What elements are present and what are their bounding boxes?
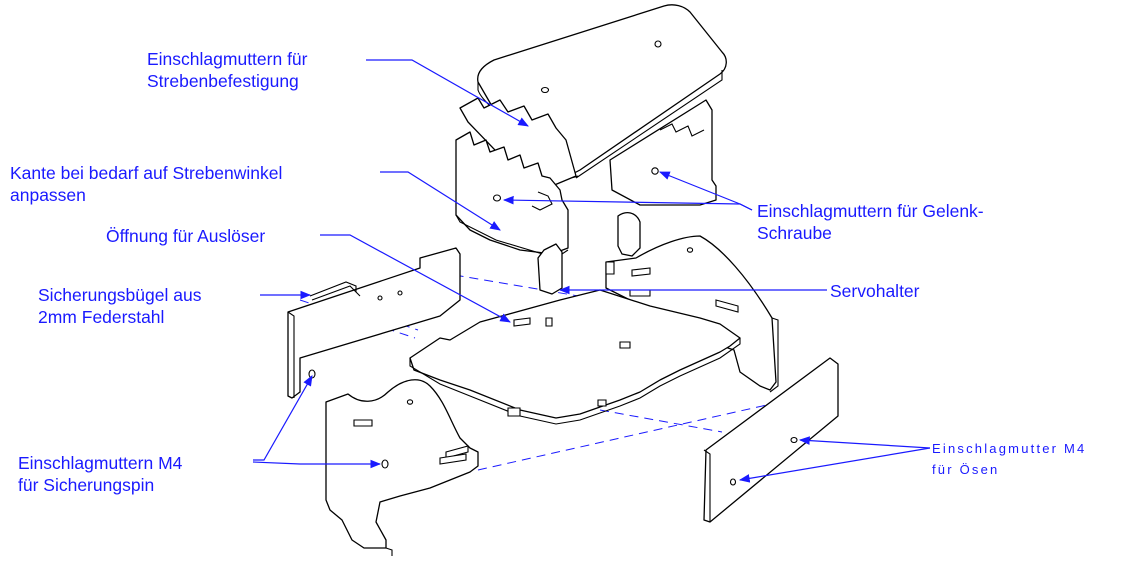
right-front-side-panel [703,357,839,523]
right-back-side-panel [609,99,717,206]
label-oeffnung: Öffnung für Auslöser [106,225,265,247]
label-oesen: Einschlagmutter M4 für Ösen [932,438,1086,480]
label-sicherungsbuegel-line1: Sicherungsbügel aus [38,285,202,305]
label-gelenkschraube: Einschlagmuttern für Gelenk- Schraube [757,200,984,244]
label-kante: Kante bei bedarf auf Strebenwinkel anpas… [10,162,282,206]
label-servohalter-line1: Servohalter [830,281,920,301]
label-gelenkschraube-line2: Schraube [757,223,832,243]
label-sicherungsspin-line1: Einschlagmuttern M4 [18,453,183,473]
label-oeffnung-line1: Öffnung für Auslöser [106,226,266,246]
leader-lines [252,59,931,483]
base-plate [409,289,741,425]
label-strebenbefestigung-line2: Strebenbefestigung [147,71,299,91]
label-sicherungsbuegel: Sicherungsbügel aus 2mm Federstahl [38,284,201,328]
label-servohalter: Servohalter [830,280,920,302]
right-arch-side-panel [605,235,779,393]
label-oesen-line2: für Ösen [932,462,1000,477]
label-sicherungsbuegel-line2: 2mm Federstahl [38,307,165,327]
label-strebenbefestigung: Einschlagmuttern für Strebenbefestigung [147,48,308,92]
servo-holder [537,211,641,295]
label-sicherungsspin: Einschlagmuttern M4 für Sicherungspin [18,452,182,496]
front-arch-side-panel [325,379,479,556]
label-oesen-line1: Einschlagmutter M4 [932,441,1087,456]
label-strebenbefestigung-line1: Einschlagmuttern für [147,49,308,69]
label-gelenkschraube-line1: Einschlagmuttern für Gelenk- [757,201,984,221]
left-back-side-panel [287,247,461,399]
label-kante-line2: anpassen [10,185,86,205]
label-sicherungsspin-line2: für Sicherungspin [18,475,155,495]
label-kante-line1: Kante bei bedarf auf Strebenwinkel [10,163,283,183]
